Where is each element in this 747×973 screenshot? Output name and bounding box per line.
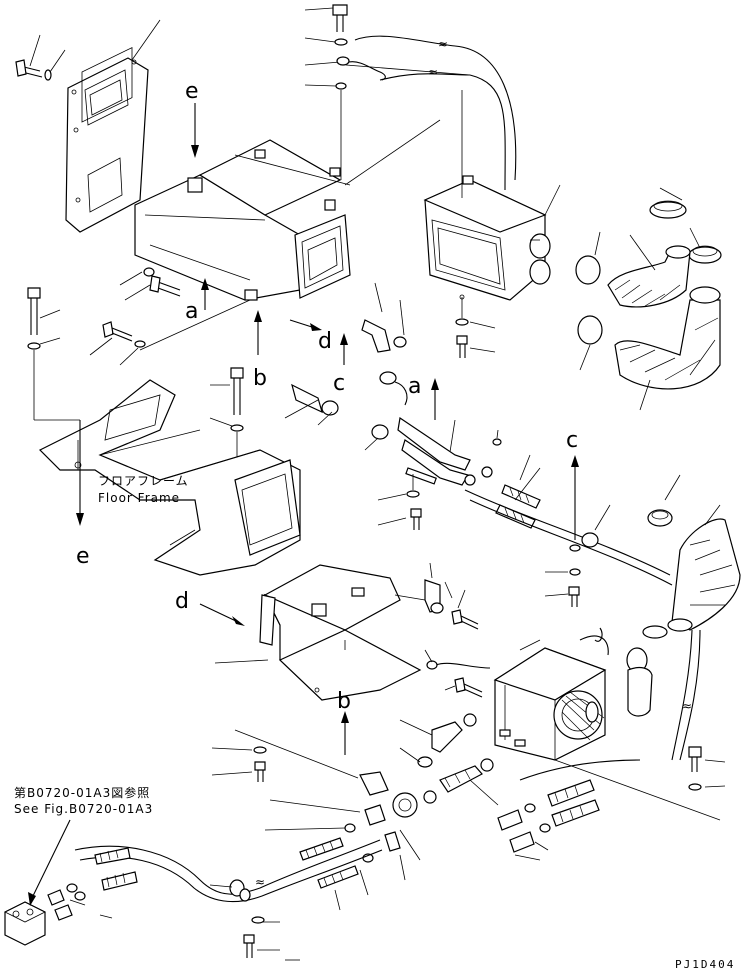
view-marker-b-lower: b — [337, 689, 351, 755]
lower-washers-left — [211, 746, 267, 782]
view-marker-e-bottom: e — [76, 420, 90, 569]
bracket-clip — [424, 562, 479, 630]
heater-hoses — [399, 625, 668, 772]
svg-text:e: e — [76, 544, 90, 569]
svg-text:d: d — [175, 589, 189, 614]
view-marker-c-right: c — [566, 428, 579, 540]
svg-text:d: d — [318, 329, 332, 354]
figure-code: PJ1D404 — [675, 958, 735, 971]
svg-text:b: b — [337, 689, 351, 714]
heater-bracket — [214, 564, 426, 701]
hose-elbow-lower — [614, 286, 721, 411]
blower-unit — [423, 175, 561, 301]
svg-text:フロアフレーム: フロアフレーム — [98, 474, 189, 488]
middle-pipes — [284, 282, 502, 486]
duct-bolts — [119, 267, 181, 301]
right-lower-fittings — [469, 759, 641, 861]
hose-elbow-upper — [607, 234, 691, 308]
view-marker-a-right: a — [408, 374, 439, 420]
duct-plate — [65, 47, 149, 233]
svg-text:e: e — [185, 79, 199, 104]
heater-unit — [493, 627, 721, 821]
blower-washer-bolt — [455, 90, 496, 358]
view-marker-d-lower: d — [175, 589, 245, 626]
floor-frame — [38, 379, 301, 576]
svg-text:See Fig.B0720-01A3: See Fig.B0720-01A3 — [14, 802, 153, 816]
hose-right: ≈ — [647, 474, 741, 761]
air-duct — [134, 119, 441, 301]
svg-text:≈: ≈ — [682, 699, 693, 713]
sleeves-right-mid — [495, 454, 541, 529]
sleeves-bottom — [299, 837, 359, 911]
left-bolt-set — [27, 287, 251, 470]
harness-clip: ≈ ≈ — [336, 35, 517, 191]
bolt-top-left — [15, 19, 161, 81]
svg-text:a: a — [185, 299, 198, 324]
svg-text:≈: ≈ — [428, 65, 439, 79]
svg-text:a: a — [408, 374, 421, 399]
long-pipe-right — [464, 489, 673, 607]
svg-text:≈: ≈ — [255, 875, 266, 889]
bottom-hose: ≈ — [74, 839, 383, 961]
svg-text:Floor Frame: Floor Frame — [98, 491, 180, 505]
floor-frame-label: フロアフレーム Floor Frame — [98, 474, 189, 505]
view-marker-d-mid: d — [289, 319, 332, 354]
svg-text:c: c — [333, 371, 345, 396]
view-marker-c-mid: c — [333, 333, 348, 396]
lower-fittings — [234, 729, 483, 896]
svg-text:≈: ≈ — [438, 37, 449, 51]
view-marker-a-left: a — [185, 278, 209, 324]
svg-text:第B0720-01A3図参照: 第B0720-01A3図参照 — [14, 785, 150, 800]
right-bolt-washer — [688, 746, 726, 791]
mid-washers — [377, 474, 422, 530]
view-marker-b-mid: b — [253, 310, 267, 391]
svg-text:c: c — [566, 428, 578, 453]
connector-block — [4, 883, 113, 946]
view-marker-e-top: e — [185, 79, 199, 158]
svg-text:b: b — [253, 366, 267, 391]
top-bolt-stack — [304, 4, 471, 180]
hose-clamps-top-right — [575, 187, 722, 371]
reference-note: 第B0720-01A3図参照 See Fig.B0720-01A3 — [14, 785, 153, 906]
